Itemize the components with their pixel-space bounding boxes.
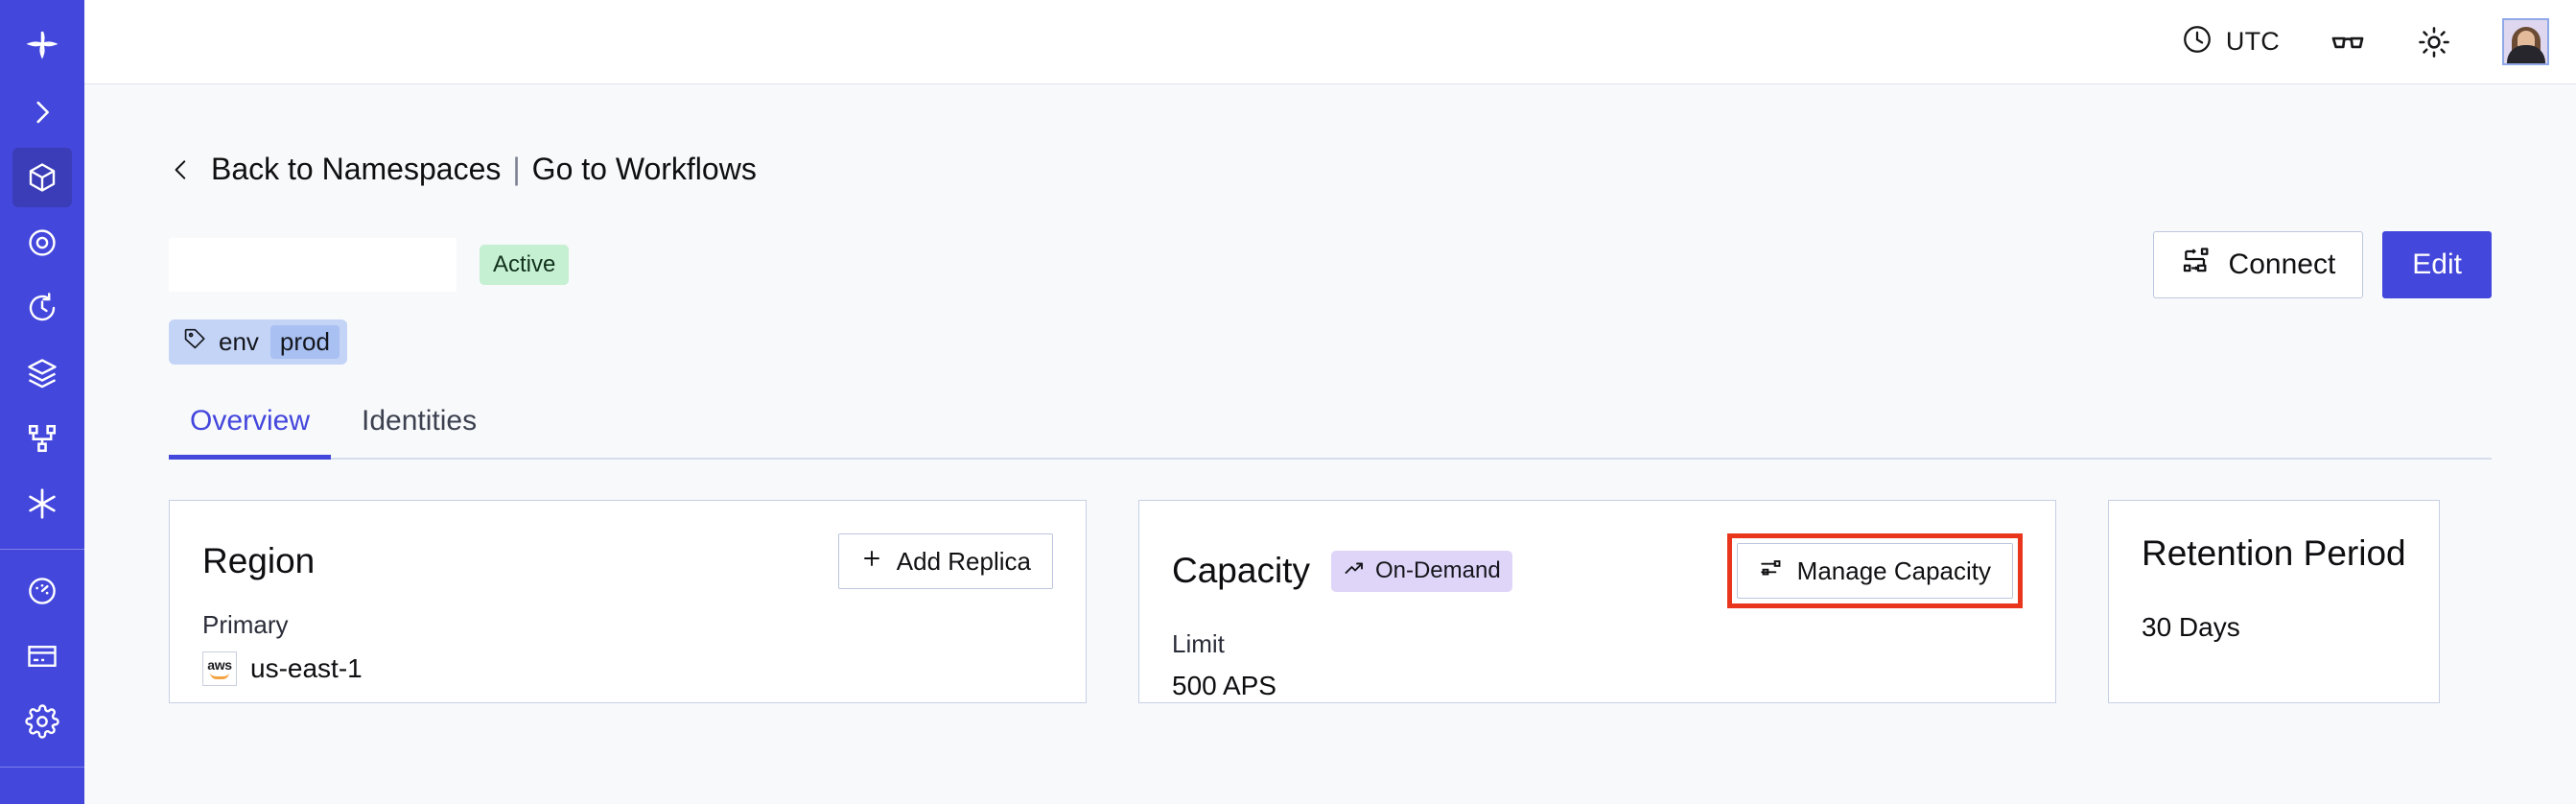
edit-button[interactable]: Edit xyxy=(2382,231,2492,298)
sidebar-item-nexus[interactable] xyxy=(12,474,72,533)
add-replica-label: Add Replica xyxy=(896,546,1031,576)
tag-chip-env[interactable]: env prod xyxy=(169,319,347,365)
sidebar-item-expand-sidebar[interactable] xyxy=(12,83,72,142)
region-primary-label: Primary xyxy=(202,610,289,639)
retention-card-header: Retention Period xyxy=(2142,533,2406,574)
breadcrumb-separator: | xyxy=(512,152,521,186)
sidebar-item-schedules[interactable] xyxy=(12,278,72,338)
namespace-tags: env prod xyxy=(169,319,2492,365)
page-content: Back to Namespaces | Go to Workflows Act… xyxy=(84,84,2576,804)
connect-flow-icon xyxy=(2181,246,2212,284)
sidebar-item-namespaces[interactable] xyxy=(12,148,72,207)
namespace-actions: Connect Edit xyxy=(2152,231,2492,298)
manage-capacity-button[interactable]: Manage Capacity xyxy=(1736,543,2013,599)
region-value-row: aws us-east-1 xyxy=(202,651,1053,686)
namespace-title-row: Active xyxy=(169,231,2492,298)
region-card-action: Add Replica xyxy=(837,533,1053,589)
aws-logo-icon: aws xyxy=(202,651,237,686)
capacity-card-title: Capacity xyxy=(1172,551,1310,590)
timezone-label: UTC xyxy=(2225,27,2280,56)
left-sidebar xyxy=(0,0,84,804)
manage-capacity-label: Manage Capacity xyxy=(1796,556,1991,585)
retention-card: Retention Period 30 Days xyxy=(2108,500,2440,703)
retention-value: 30 Days xyxy=(2142,612,2240,642)
capacity-card-action: Manage Capacity xyxy=(1726,533,2023,608)
tab-overview[interactable]: Overview xyxy=(169,405,332,460)
sidebar-item-observability[interactable] xyxy=(12,213,72,272)
tab-identities[interactable]: Identities xyxy=(362,405,478,437)
sidebar-divider-2 xyxy=(0,767,84,768)
capacity-limit-value: 500 APS xyxy=(1172,671,1276,700)
sidebar-item-usage[interactable] xyxy=(12,561,72,621)
capacity-mode-badge: On-Demand xyxy=(1330,550,1512,592)
capacity-mode-label: On-Demand xyxy=(1374,557,1501,583)
overview-cards: Region Add Replica xyxy=(169,500,2492,703)
sliders-icon xyxy=(1759,556,1784,587)
region-card-title: Region xyxy=(202,541,316,580)
tag-key: env xyxy=(219,327,259,356)
capacity-card-header: Capacity On-Demand xyxy=(1172,533,2023,608)
add-replica-button[interactable]: Add Replica xyxy=(837,533,1053,589)
temporal-logo-icon[interactable] xyxy=(12,13,72,73)
tag-value: prod xyxy=(269,325,340,359)
retention-card-title: Retention Period xyxy=(2142,533,2406,573)
top-header: UTC xyxy=(84,0,2576,84)
user-avatar[interactable] xyxy=(2502,18,2549,65)
capacity-card: Capacity On-Demand xyxy=(1138,500,2056,703)
connect-button[interactable]: Connect xyxy=(2152,231,2364,298)
clock-icon xyxy=(2181,23,2213,60)
tab-bar: Overview Identities xyxy=(169,405,2492,460)
chevron-left-icon[interactable] xyxy=(169,154,194,186)
main-pane: UTC xyxy=(84,0,2576,804)
timezone-selector[interactable]: UTC xyxy=(2181,23,2280,60)
namespace-name xyxy=(169,238,457,292)
sun-icon[interactable] xyxy=(2416,24,2452,60)
breadcrumb: Back to Namespaces | Go to Workflows xyxy=(169,84,2492,187)
region-card: Region Add Replica xyxy=(169,500,1087,703)
capacity-limit-label: Limit xyxy=(1172,629,1225,658)
connect-button-label: Connect xyxy=(2228,248,2336,280)
status-badge: Active xyxy=(480,245,570,285)
trending-up-icon xyxy=(1343,556,1366,586)
breadcrumb-workflows-link[interactable]: Go to Workflows xyxy=(531,152,757,186)
tag-icon xyxy=(182,326,207,358)
plus-icon xyxy=(860,547,883,577)
sidebar-item-settings[interactable] xyxy=(12,692,72,751)
sidebar-item-batch-operations[interactable] xyxy=(12,343,72,403)
sidebar-item-workflows[interactable] xyxy=(12,409,72,468)
region-value: us-east-1 xyxy=(250,653,363,683)
breadcrumb-back-link[interactable]: Back to Namespaces xyxy=(211,152,502,186)
manage-capacity-highlight: Manage Capacity xyxy=(1726,533,2023,608)
sidebar-divider-1 xyxy=(0,549,84,550)
avatar-body xyxy=(2506,45,2545,63)
region-card-header: Region Add Replica xyxy=(202,533,1053,589)
glasses-icon[interactable] xyxy=(2330,24,2366,60)
sidebar-item-billing[interactable] xyxy=(12,627,72,686)
